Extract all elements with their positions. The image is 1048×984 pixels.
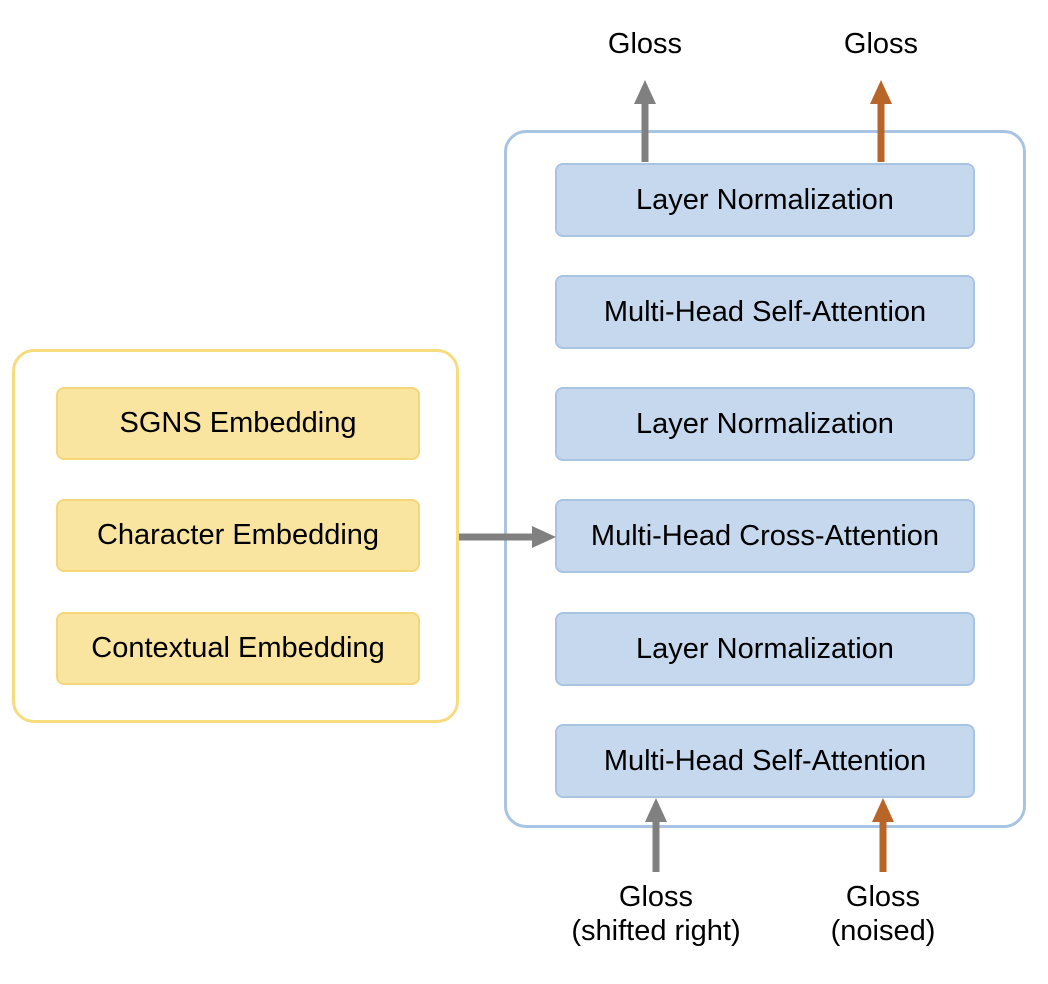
input-gloss-shifted-label: Gloss (shifted right) bbox=[546, 880, 766, 948]
sgns-embedding-block: SGNS Embedding bbox=[56, 387, 420, 460]
layer-normalization-top: Layer Normalization bbox=[555, 163, 975, 237]
self-attention-bottom: Multi-Head Self-Attention bbox=[555, 724, 975, 798]
orange-output-arrow bbox=[870, 80, 892, 162]
input-gloss-noised-line2: (noised) bbox=[830, 915, 936, 947]
input-gloss-shifted-line1: Gloss bbox=[618, 881, 694, 913]
character-embedding-block: Character Embedding bbox=[56, 499, 420, 572]
contextual-embedding-block: Contextual Embedding bbox=[56, 612, 420, 685]
orange-input-arrow bbox=[872, 798, 894, 872]
output-gloss-left-label: Gloss bbox=[607, 28, 683, 60]
encoder-to-cross-attention-arrow bbox=[459, 526, 556, 548]
layer-normalization-middle: Layer Normalization bbox=[555, 387, 975, 461]
gray-output-arrow bbox=[634, 80, 656, 162]
output-gloss-right-label: Gloss bbox=[843, 28, 919, 60]
input-gloss-shifted-line2: (shifted right) bbox=[571, 915, 741, 947]
layer-normalization-bottom: Layer Normalization bbox=[555, 612, 975, 686]
cross-attention-block: Multi-Head Cross-Attention bbox=[555, 499, 975, 573]
self-attention-top: Multi-Head Self-Attention bbox=[555, 275, 975, 349]
input-gloss-noised-label: Gloss (noised) bbox=[793, 880, 973, 948]
gray-input-arrow bbox=[645, 798, 667, 872]
input-gloss-noised-line1: Gloss bbox=[845, 881, 921, 913]
decoder-block-box bbox=[504, 130, 1026, 828]
